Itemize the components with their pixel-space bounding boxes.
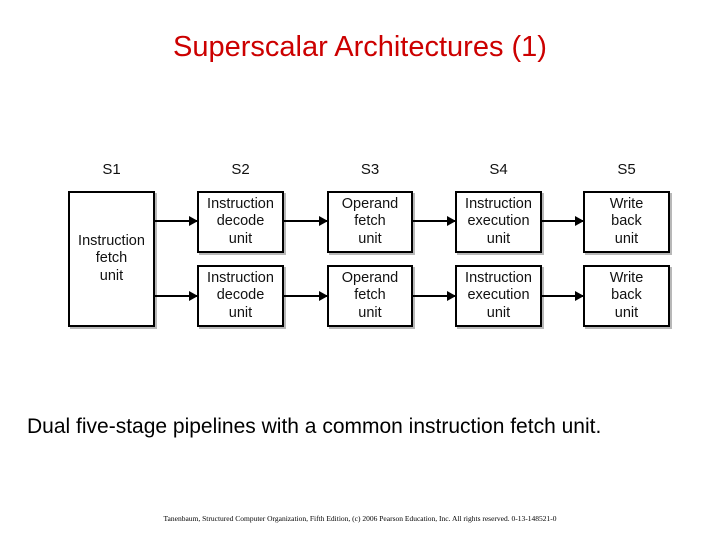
stage-label-s2: S2 — [231, 161, 250, 178]
unit-text-line: unit — [228, 304, 253, 321]
unit-text-line: Operand — [341, 196, 399, 213]
unit-text-line: Instruction — [207, 270, 274, 287]
arrow-decode-to-operand-bottom — [284, 291, 328, 301]
unit-text-line: unit — [614, 230, 639, 247]
unit-text-line: Operand — [341, 270, 399, 287]
unit-text-line: back — [611, 287, 642, 304]
unit-text-line: Write — [609, 270, 644, 287]
copyright-footer: Tanenbaum, Structured Computer Organizat… — [163, 514, 557, 523]
unit-text-line: unit — [358, 230, 382, 247]
unit-text-line: execution — [467, 213, 530, 230]
page-title: Superscalar Architectures (1) — [173, 31, 547, 63]
unit-text-line: Instruction — [465, 270, 532, 287]
arrow-decode-to-operand-top — [284, 216, 328, 226]
stage-label-s3: S3 — [360, 161, 380, 178]
unit-text-line: decode — [216, 287, 265, 304]
slide-caption: Dual five-stage pipelines with a common … — [27, 415, 602, 438]
unit-text-line: unit — [358, 304, 382, 321]
unit-text-line: unit — [99, 267, 124, 284]
arrow-fetch-to-decode-bottom — [155, 291, 198, 301]
unit-text-line: fetch — [354, 213, 386, 230]
unit-text-line: fetch — [95, 250, 128, 267]
unit-text-line: Instruction — [207, 196, 274, 213]
unit-text-line: Instruction — [465, 196, 532, 213]
unit-text-line: execution — [467, 287, 530, 304]
arrow-fetch-to-decode-top — [155, 216, 198, 226]
arrow-operand-to-execution-bottom — [413, 291, 456, 301]
stage-label-s1: S1 — [102, 161, 121, 178]
arrow-execution-to-writeback-top — [542, 216, 584, 226]
unit-text-line: decode — [216, 213, 265, 230]
unit-text-line: unit — [614, 304, 639, 321]
unit-text-line: unit — [228, 230, 253, 247]
unit-text-line: unit — [486, 230, 511, 247]
unit-text-line: unit — [486, 304, 511, 321]
arrow-execution-to-writeback-bottom — [542, 291, 584, 301]
unit-text-line: back — [611, 213, 642, 230]
arrow-operand-to-execution-top — [413, 216, 456, 226]
stage-label-s5: S5 — [617, 161, 636, 178]
stage-label-s4: S4 — [489, 161, 508, 178]
unit-text-line: Instruction — [78, 233, 145, 250]
unit-text-line: Write — [609, 196, 644, 213]
unit-text-line: fetch — [354, 287, 386, 304]
